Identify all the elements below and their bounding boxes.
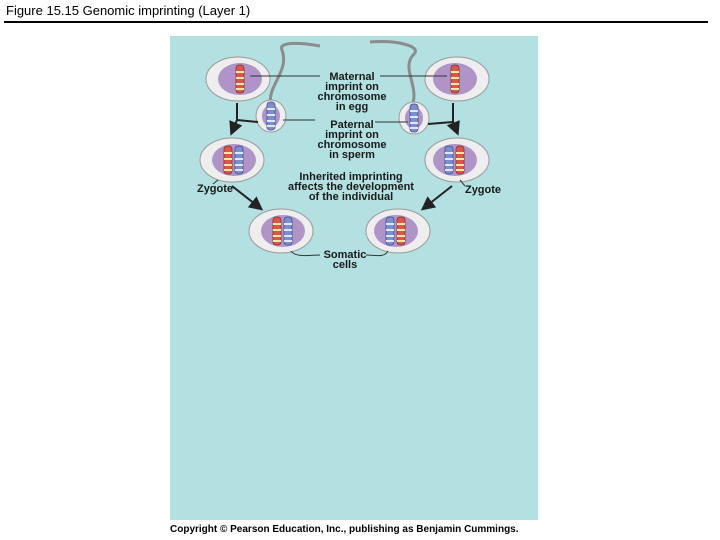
label-maternal-imprint: Maternal imprint on chromosome in egg bbox=[317, 71, 387, 113]
figure-panel: Maternal imprint on chromosome in egg Pa… bbox=[170, 36, 538, 520]
sperm-tail-right bbox=[369, 40, 417, 107]
label-paternal-imprint: Paternal imprint on chromosome in sperm bbox=[317, 119, 387, 161]
label-inherited-imprinting: Inherited imprinting affects the develop… bbox=[288, 171, 414, 203]
egg-cell-left bbox=[205, 56, 271, 102]
somatic-cell-right bbox=[365, 208, 431, 254]
egg-cell-right bbox=[424, 56, 490, 102]
label-zygote-right: Zygote bbox=[464, 184, 502, 196]
slide-title: Figure 15.15 Genomic imprinting (Layer 1… bbox=[6, 3, 251, 18]
development-arrow-right bbox=[420, 185, 453, 211]
label-somatic-cells: Somatic cells bbox=[323, 249, 367, 271]
title-divider bbox=[4, 21, 708, 23]
copyright-notice: Copyright © Pearson Education, Inc., pub… bbox=[170, 524, 519, 535]
label-leader-lines bbox=[212, 75, 466, 257]
imprinting-diagram bbox=[199, 40, 490, 257]
sperm-head-right bbox=[398, 101, 430, 135]
label-zygote-left: Zygote bbox=[196, 183, 234, 195]
zygote-cell-left bbox=[199, 137, 265, 183]
zygote-cell-right bbox=[424, 137, 490, 183]
development-arrow-left bbox=[231, 185, 264, 211]
fertilization-arrows-left bbox=[229, 103, 259, 136]
somatic-cell-left bbox=[248, 208, 314, 254]
sperm-tail-left bbox=[268, 41, 321, 107]
fertilization-arrows-right bbox=[427, 103, 460, 136]
sperm-head-left bbox=[255, 99, 287, 133]
